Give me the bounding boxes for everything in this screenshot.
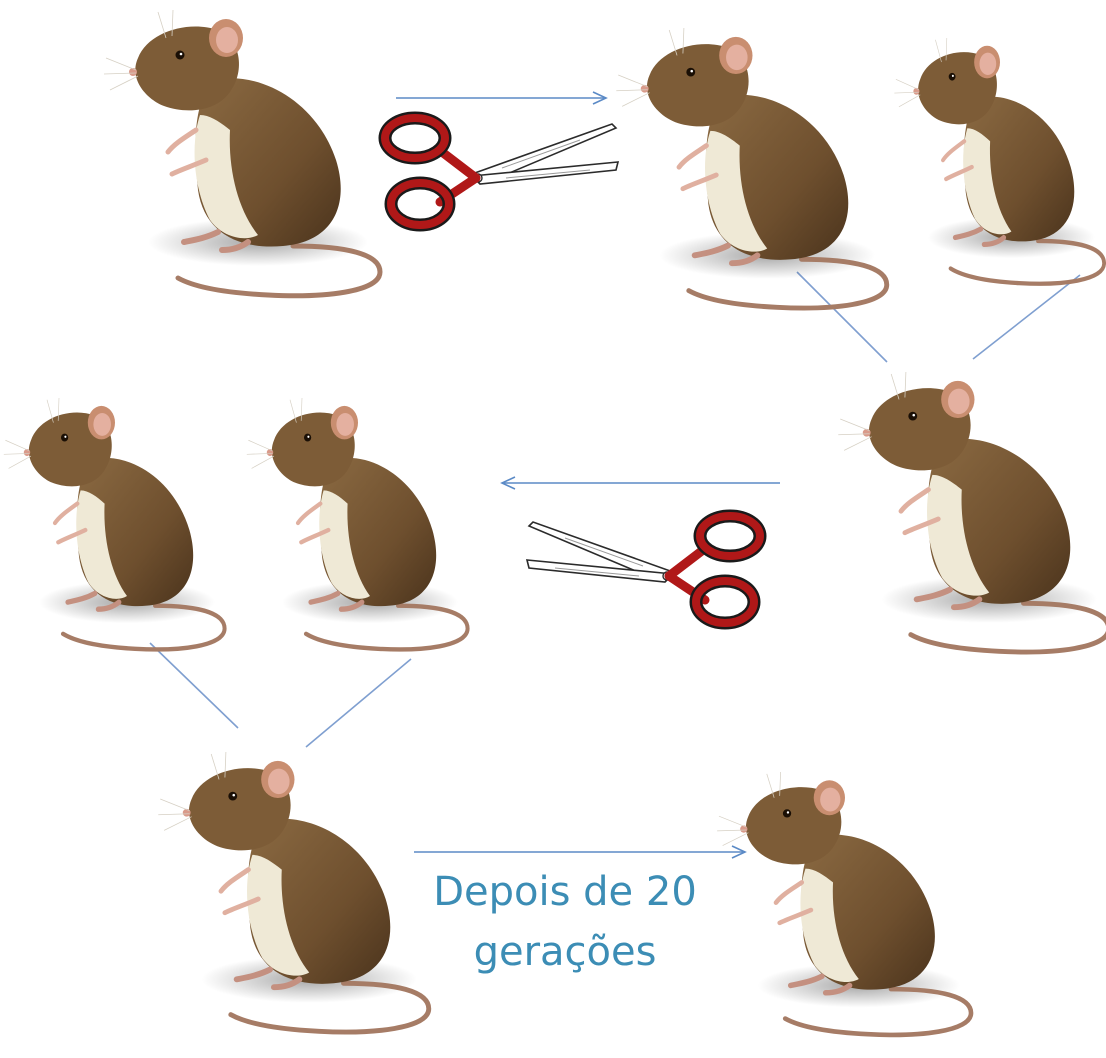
mouse-icon: [158, 752, 428, 1032]
mouse-icon: [838, 372, 1106, 652]
scissors-icon: [527, 516, 760, 623]
parent-line: [973, 275, 1080, 359]
parent-line: [150, 643, 238, 728]
mouse-icon: [717, 772, 971, 1035]
parent-line: [797, 272, 887, 362]
mouse-icon: [104, 10, 380, 296]
mouse-icon: [247, 398, 468, 649]
scissors-icon: [385, 118, 618, 225]
generations-caption: Depois de 20 gerações: [400, 862, 730, 982]
parent-line: [306, 659, 411, 747]
mouse-icon: [4, 398, 225, 649]
caption-line-2: gerações: [400, 922, 730, 982]
mouse-icon: [894, 38, 1104, 284]
caption-line-1: Depois de 20: [400, 862, 730, 922]
mouse-icon: [616, 28, 886, 308]
